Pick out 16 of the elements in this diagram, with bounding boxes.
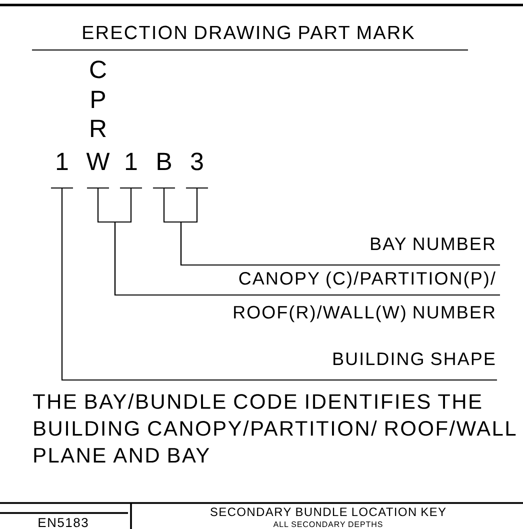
- code-letter: C: [90, 60, 106, 78]
- description-text: BAY NUMBER: [371, 238, 495, 250]
- code-character: 3: [191, 152, 203, 170]
- code-letter: R: [91, 120, 106, 137]
- code-character: 1: [56, 152, 68, 170]
- code-letter: P: [92, 90, 105, 108]
- description-text: BUILDING SHAPE: [334, 352, 495, 366]
- title-block-heading: SECONDARY BUNDLE LOCATION KEY: [210, 508, 446, 516]
- code-character: B: [158, 152, 171, 170]
- drawing-number: EN5183: [38, 518, 88, 528]
- description-text: CANOPY (C)/PARTITION(P)/ ROOF(R)/WALL(W) NUMBER: [234, 272, 496, 322]
- title: ERECTION DRAWING PART MARK: [83, 26, 414, 40]
- note-text: THE BAY/BUNDLE CODE IDENTIFIES THE BUILDING CANOPY/PARTITION/ ROOF/WALL PLANE AND BAY: [33, 394, 516, 462]
- code-character: 1: [126, 152, 137, 170]
- leader-line: [61, 188, 497, 381]
- code-character: W: [86, 152, 110, 170]
